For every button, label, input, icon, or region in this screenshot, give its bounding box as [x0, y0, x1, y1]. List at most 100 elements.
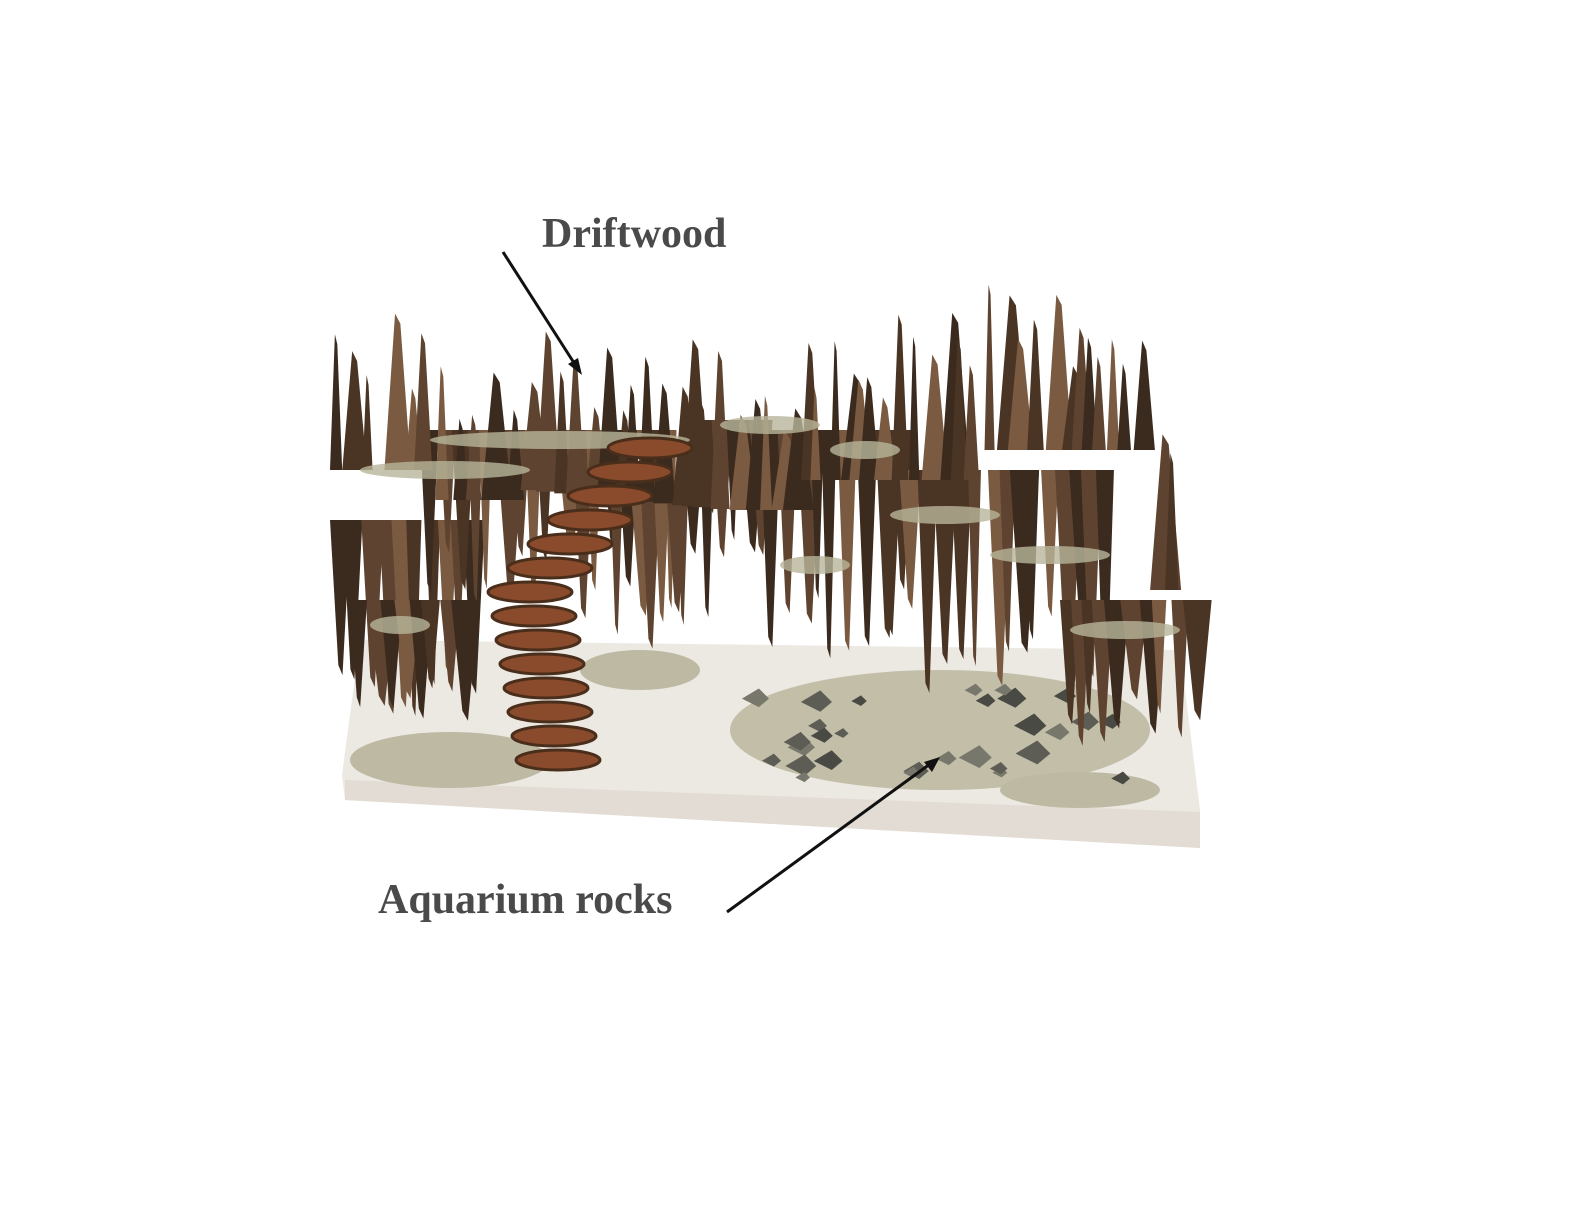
- moss-patch: [360, 461, 530, 479]
- hanging-wood-shard: [1095, 470, 1114, 698]
- wood-spire: [984, 284, 995, 450]
- wood-spire: [1092, 356, 1106, 450]
- aquarium-rocks-arrow: [726, 757, 940, 914]
- driftwood-arrow: [501, 251, 582, 375]
- hanging-wood-shard: [917, 470, 938, 694]
- hanging-wood-shard: [950, 470, 972, 660]
- rock: [795, 772, 811, 783]
- wood-spire: [494, 412, 508, 500]
- moss-patch: [780, 556, 850, 574]
- hanging-wood-shard: [1183, 600, 1212, 721]
- wood-spire: [330, 334, 343, 470]
- wood-spire: [565, 359, 586, 495]
- moss-patch: [370, 616, 430, 634]
- wood-spire: [830, 341, 841, 480]
- wood-spire: [1027, 319, 1044, 450]
- wood-spire: [597, 347, 623, 498]
- stair-step: [486, 580, 574, 604]
- wood-spire: [414, 333, 433, 470]
- wood-spire: [710, 350, 730, 510]
- rock: [741, 688, 770, 708]
- stair-step: [514, 748, 602, 772]
- rock: [1111, 771, 1131, 785]
- rock: [958, 745, 992, 769]
- rock: [975, 693, 996, 707]
- stair-step: [566, 484, 654, 508]
- stair-step: [490, 604, 578, 628]
- rock: [1013, 713, 1047, 736]
- hanging-wood-shard: [726, 420, 740, 541]
- hanging-wood-shard: [899, 470, 921, 609]
- rock: [1015, 740, 1051, 765]
- wood-spire: [1117, 363, 1131, 450]
- hanging-wood-shard: [837, 430, 858, 651]
- wood-spire: [1081, 337, 1098, 450]
- wooden-staircase: [486, 436, 694, 772]
- wood-spire: [1007, 338, 1034, 450]
- rock: [800, 690, 832, 712]
- stair-step: [502, 676, 590, 700]
- hanging-wood-shard: [350, 600, 367, 708]
- hanging-wood-shard: [1041, 470, 1059, 617]
- wood-spire: [1165, 453, 1179, 590]
- rock: [1044, 723, 1070, 741]
- wood-spire: [453, 418, 469, 500]
- moss-patch: [720, 416, 820, 434]
- stair-step: [546, 508, 634, 532]
- rock: [851, 695, 867, 706]
- stair-step: [586, 460, 674, 484]
- stair-step: [606, 436, 694, 460]
- moss-patch: [890, 506, 1000, 524]
- rock: [785, 754, 817, 776]
- hanging-wood-shard: [451, 600, 480, 721]
- wood-spire: [873, 397, 897, 480]
- wood-spire: [810, 387, 821, 480]
- stair-step: [506, 556, 594, 580]
- wood-spire: [692, 400, 712, 508]
- wood-spire: [465, 414, 482, 500]
- moss-patch: [1070, 621, 1180, 639]
- wood-spire: [760, 395, 773, 510]
- stair-step: [510, 724, 598, 748]
- rock: [834, 728, 849, 738]
- wood-spire: [342, 351, 368, 470]
- stair-step: [498, 652, 586, 676]
- rock: [783, 731, 811, 751]
- hanging-wood-shard: [821, 430, 837, 659]
- wood-spire: [535, 331, 561, 492]
- hanging-wood-shard: [1171, 600, 1189, 738]
- hanging-wood-shard: [437, 520, 458, 676]
- wood-spire: [921, 354, 949, 480]
- wood-spire: [1106, 339, 1120, 450]
- stair-step: [494, 628, 582, 652]
- wood-spire: [782, 408, 814, 510]
- hanging-wood-shard: [676, 480, 689, 625]
- wood-spire: [963, 365, 980, 480]
- driftwood-label: Driftwood: [542, 211, 727, 257]
- wood-spire: [891, 314, 909, 480]
- hanging-wood-shard: [653, 480, 670, 623]
- moss-patch: [830, 441, 900, 459]
- hanging-wood-shard: [856, 430, 878, 647]
- rock: [810, 727, 833, 743]
- stair-step: [506, 700, 594, 724]
- wood-spire: [362, 374, 373, 470]
- stair-step: [526, 532, 614, 556]
- rock: [1071, 711, 1099, 731]
- rock: [997, 687, 1027, 708]
- wood-spire: [1045, 294, 1073, 450]
- hanging-wood-shard: [342, 520, 363, 680]
- rock: [808, 718, 827, 732]
- moss-patch: [990, 546, 1110, 564]
- hanging-wood-shard: [1080, 470, 1102, 677]
- aquarium-rocks-label: Aquarium rocks: [378, 877, 673, 923]
- wood-spire: [506, 409, 525, 500]
- aquarium-rocks: [741, 683, 1131, 785]
- rock: [964, 683, 983, 696]
- hanging-wood-shard: [968, 470, 981, 667]
- wood-spire: [384, 313, 411, 470]
- rock: [989, 762, 1008, 775]
- wood-spire: [1133, 340, 1155, 450]
- wood-spire: [909, 336, 920, 480]
